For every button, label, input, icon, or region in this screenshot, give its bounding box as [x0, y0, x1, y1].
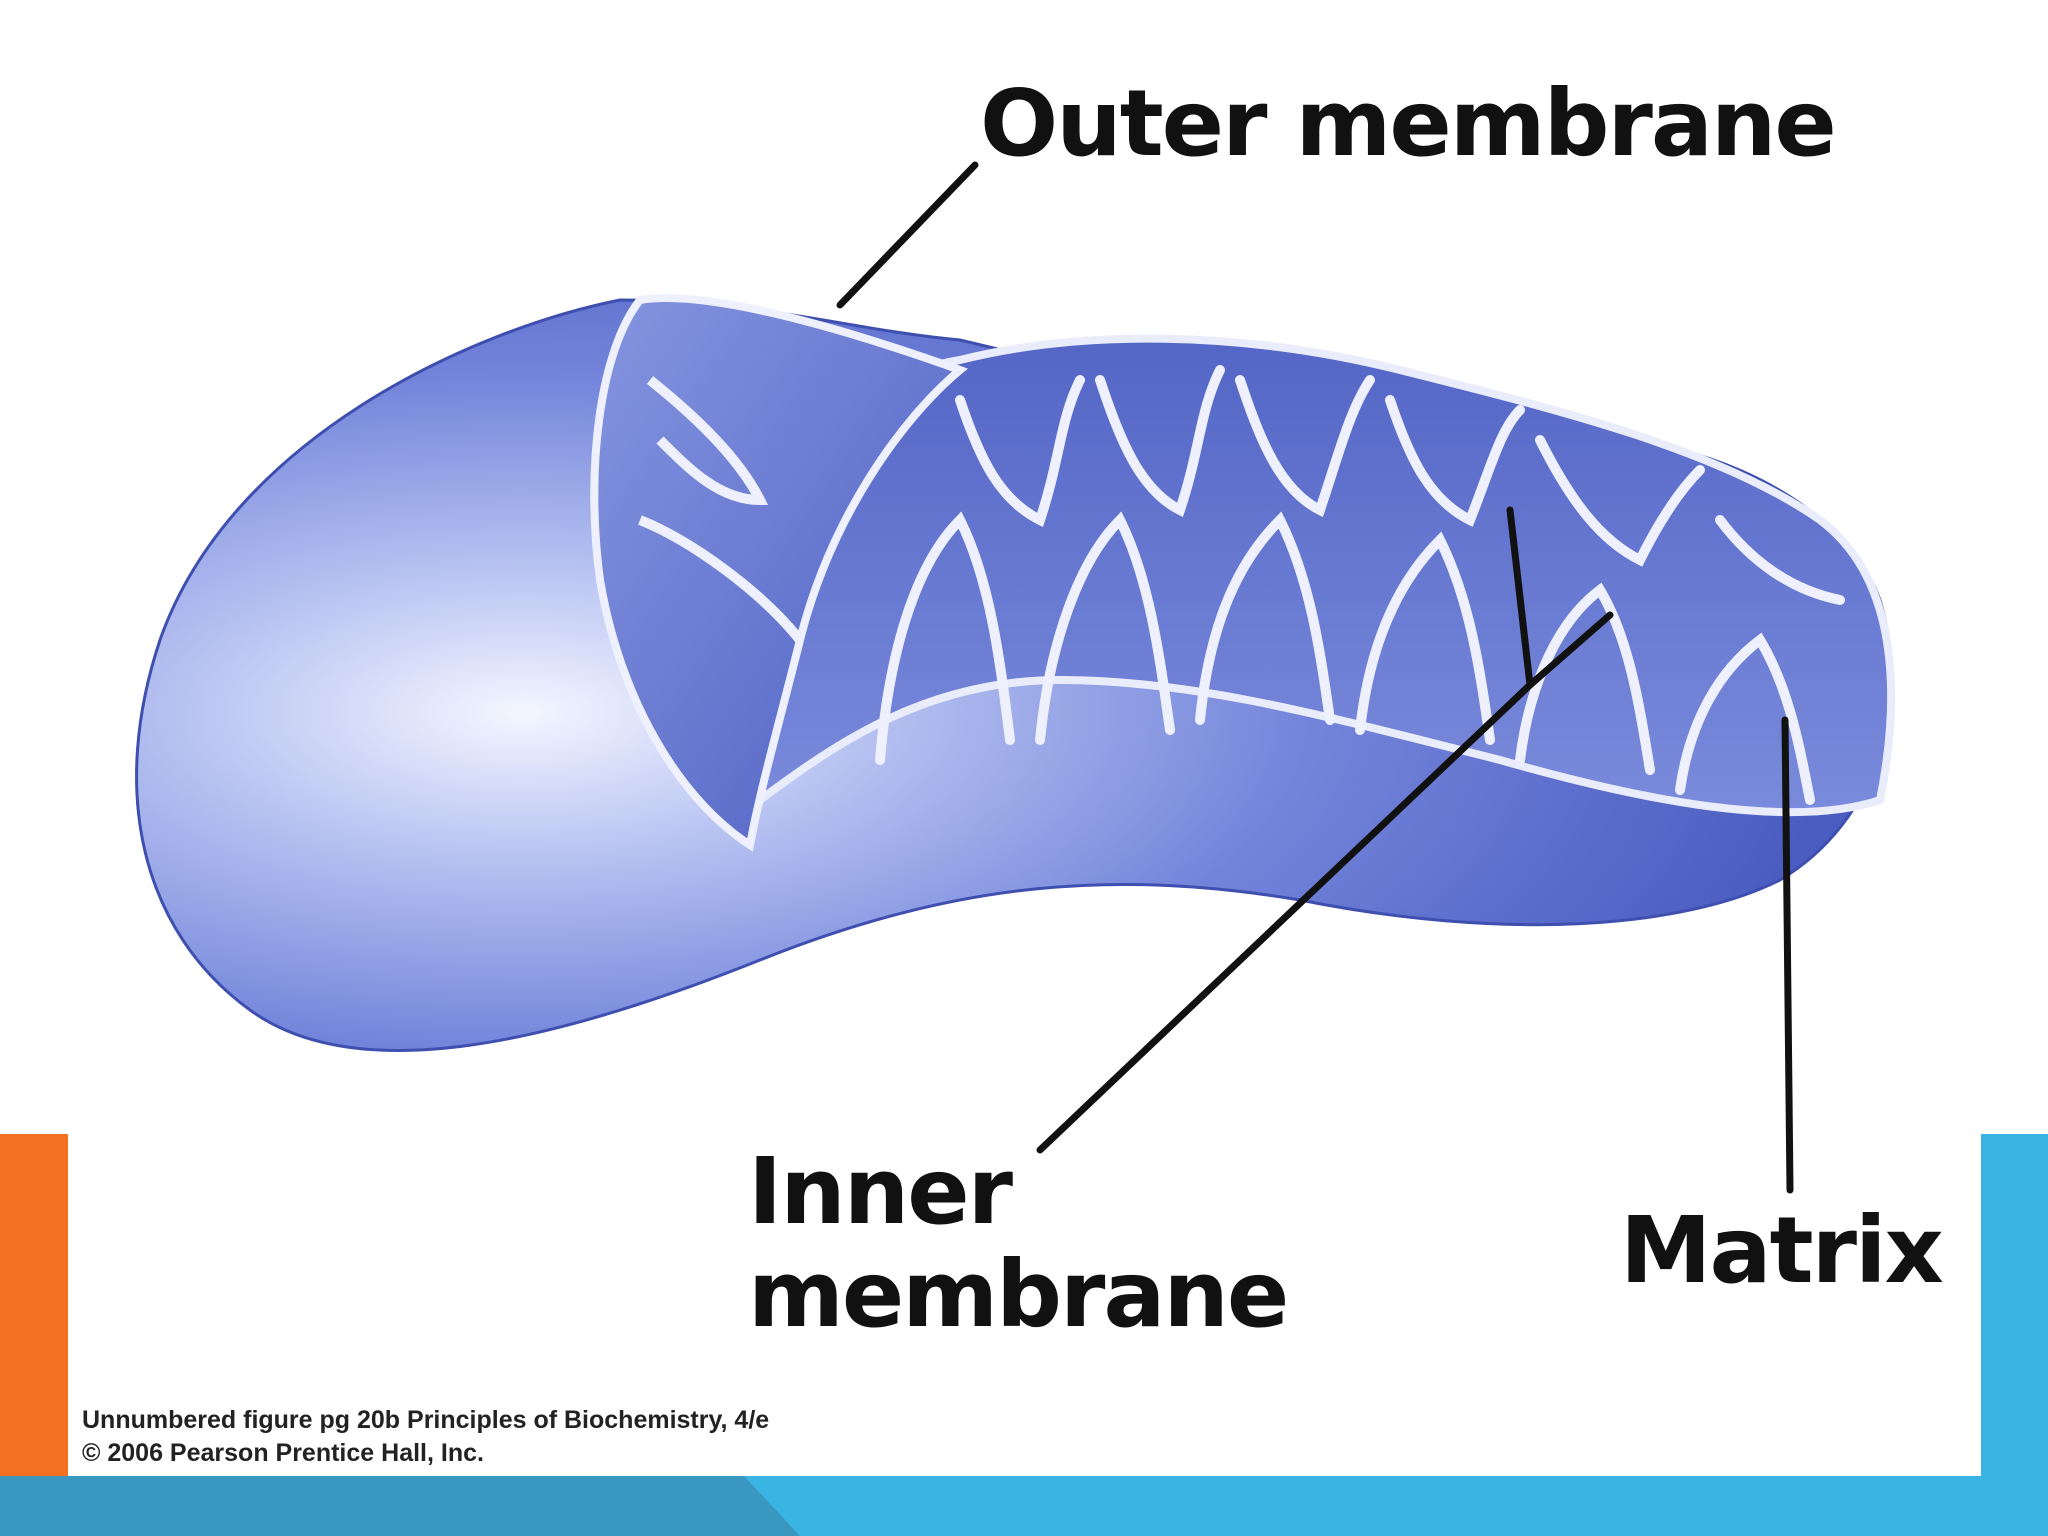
cross-section-crista [646, 376, 769, 506]
crista-fold [1355, 531, 1495, 745]
slide-frame-bottom-dark-band [0, 1476, 800, 1536]
caption-line2: © 2006 Pearson Prentice Hall, Inc. [82, 1438, 484, 1467]
crista-fold [955, 375, 1085, 528]
mitochondrion-cross-section [590, 294, 968, 852]
crista-fold [1715, 515, 1845, 605]
cross-section-crista [638, 515, 804, 644]
caption-line1: Unnumbered figure pg 20b Principles of B… [82, 1406, 770, 1434]
crista-fold [1195, 511, 1335, 725]
slide-frame-left-accent [0, 1134, 68, 1536]
pointer-lines [836, 161, 1794, 1194]
crista-fold [1385, 395, 1525, 527]
figure-caption: Unnumbered figure pg 20b Principles of B… [82, 1404, 769, 1469]
pointer-inner-membrane-upper [1506, 506, 1534, 689]
crista-fold [875, 511, 1015, 765]
crista-fold [1235, 375, 1375, 518]
slide-frame-right-accent [1981, 1134, 2048, 1536]
pointer-outer-membrane [836, 161, 979, 309]
label-inner-membrane: Inner membrane [748, 1138, 1289, 1349]
label-inner-membrane-line1: Inner [748, 1138, 1013, 1245]
pointer-inner-membrane-main [1036, 681, 1534, 1154]
pointer-inner-membrane-lower [1526, 611, 1614, 689]
crista-fold [1675, 632, 1815, 805]
label-matrix: Matrix [1620, 1197, 1944, 1304]
crista-fold [1095, 365, 1225, 518]
pointer-matrix [1781, 716, 1794, 1194]
crista-fold [1515, 582, 1655, 775]
crista-fold [1535, 435, 1705, 567]
crista-fold [1035, 511, 1175, 745]
label-outer-membrane: Outer membrane [980, 70, 1837, 177]
label-inner-membrane-line2: membrane [748, 1241, 1289, 1349]
cristae-group [875, 365, 1845, 805]
